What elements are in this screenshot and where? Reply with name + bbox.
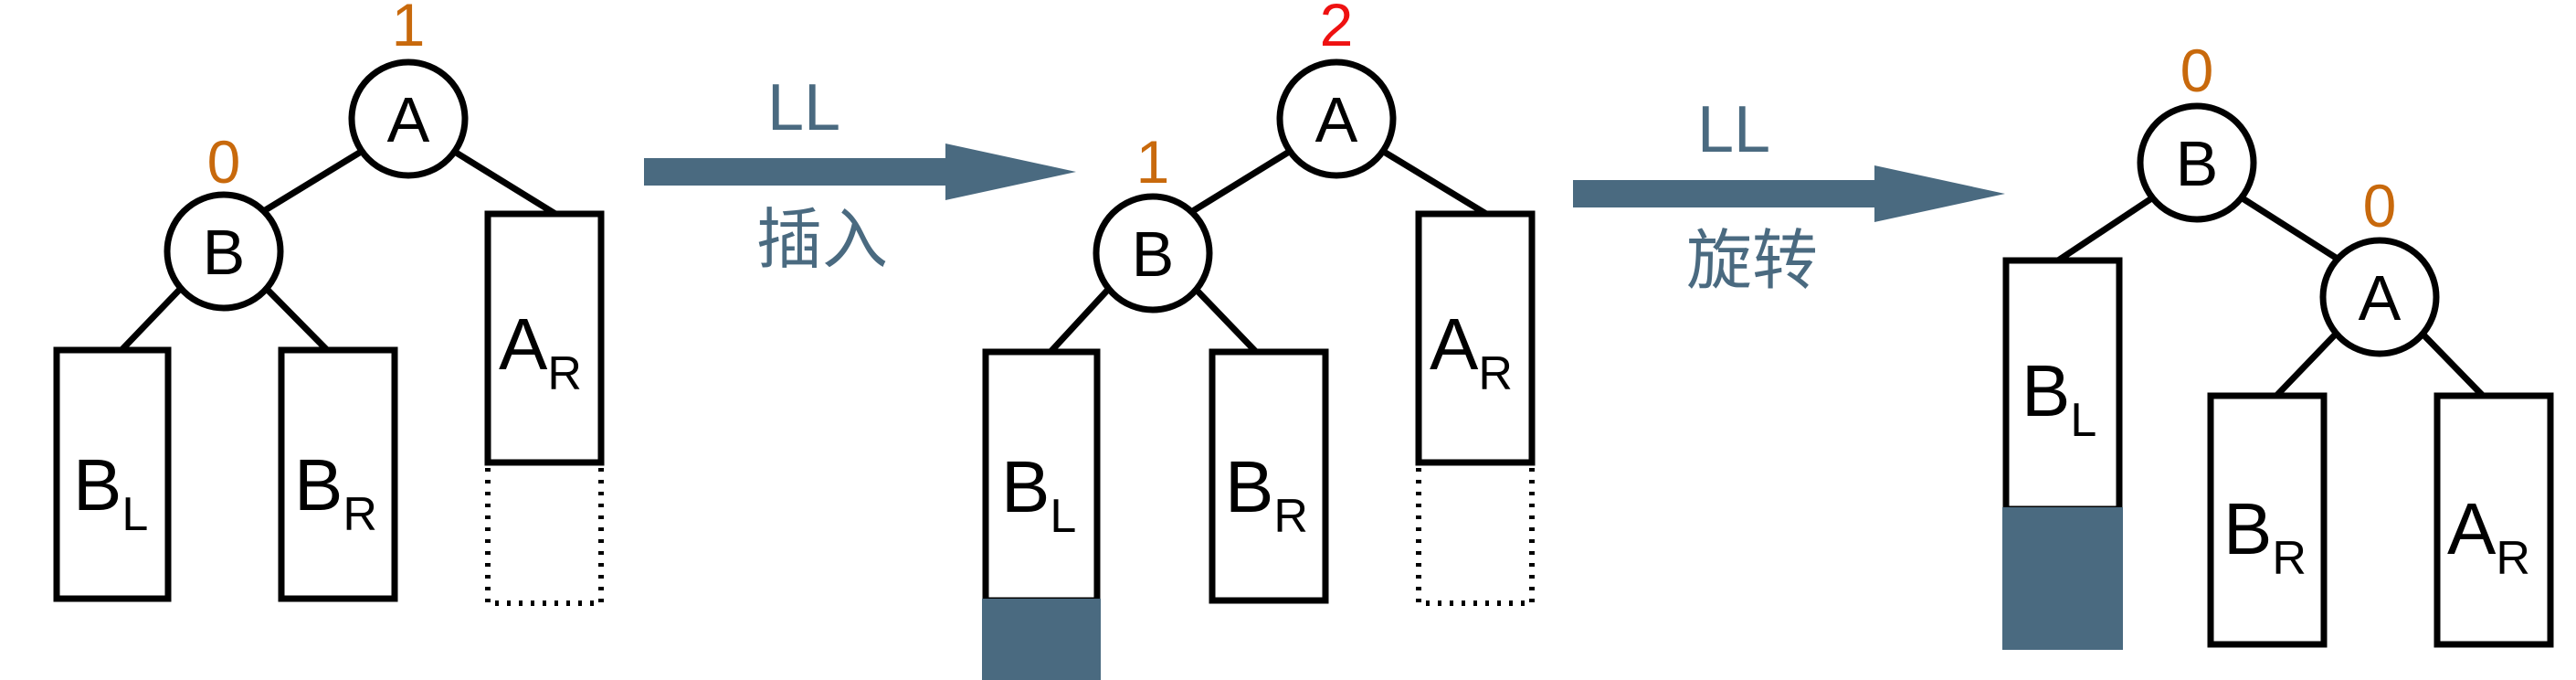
stage2-node-a [1276,58,1397,179]
stage3-subtree-bl-label: BL [2022,350,2096,447]
stage2-subtree-ar-extension [1416,468,1535,606]
stage1-node-a-balance: 1 [392,0,426,58]
stage2-edge-b-bl [1048,278,1119,355]
stage3-edge-b-bl [2056,191,2160,263]
arrow-insert-top-label: LL [767,71,840,144]
stage1-subtree-bl [53,346,172,602]
stage1-node-a [348,58,469,179]
stage3-subtree-br [2207,392,2328,648]
arrow-insert-head [945,143,1076,200]
arrow-rotate-bottom-label: 旋转 [1686,222,1818,299]
stage2-subtree-ar-label: AR [1430,303,1513,400]
stage3-node-a [2319,237,2440,357]
stage2-node-a-balance: 2 [1320,0,1354,58]
stage1-node-b-balance: 0 [207,128,241,196]
stage2-node-b [1093,193,1213,313]
stage1-subtree-br [278,346,398,602]
stage3-node-b [2137,102,2257,223]
stage3-edge-a-br [2274,323,2347,398]
stage3-node-a-label: A [2359,262,2402,334]
arrow-insert-shaft [644,158,950,186]
stage2-subtree-br-label: BR [1225,446,1308,543]
stage2-subtree-ar [1415,210,1536,466]
stage2-edge-a-b [1189,143,1300,215]
stage2-tree: A 2 B 1 BL BR AR [982,0,1536,680]
stage3-inserted-node-block [2002,507,2123,650]
stage3-edge-b-a [2233,191,2345,265]
stage1-edge-a-ar [444,143,557,217]
stage3-node-b-balance: 0 [2180,37,2214,104]
stage3-tree: B 0 A 0 BL BR AR [2002,37,2554,650]
stage3-edge-a-ar [2412,323,2486,398]
stage1-subtree-ar [484,210,605,466]
stage3-node-b-label: B [2176,128,2219,199]
stage3-subtree-br-label: BR [2223,488,2307,585]
stage1-subtree-ar-extension [485,468,604,606]
arrow-insert-bottom-label: 插入 [756,201,888,278]
stage2-node-b-balance: 1 [1136,128,1170,196]
stage3-node-a-balance: 0 [2363,172,2397,239]
stage2-subtree-bl-label: BL [1001,446,1076,543]
stage2-node-b-label: B [1132,218,1175,290]
stage1-subtree-bl-label: BL [73,444,148,541]
stage1-node-a-label: A [387,84,430,155]
stage1-node-b-label: B [203,217,246,288]
stage1-node-b [164,191,284,312]
stage1-tree: A 1 B 0 BL BR AR [53,0,605,606]
stage3-subtree-ar [2433,392,2554,648]
arrow-rotate-shaft [1573,180,1879,207]
stage2-edge-a-ar [1373,143,1488,217]
arrow-rotate-top-label: LL [1697,93,1770,166]
stage2-subtree-br [1209,348,1329,604]
stage1-edge-b-bl [119,278,191,353]
stage3-subtree-bl [2002,257,2123,513]
stage2-node-a-label: A [1315,84,1358,155]
arrow-insert: LL 插入 [644,71,1076,278]
stage2-edge-b-br [1185,278,1259,355]
stage2-inserted-node-block [982,599,1101,680]
stage1-subtree-br-label: BR [294,444,377,541]
arrow-rotate: LL 旋转 [1573,93,2005,299]
stage1-edge-a-b [260,143,372,215]
stage1-edge-b-br [256,278,330,353]
arrow-rotate-head [1874,165,2005,222]
stage3-subtree-ar-label: AR [2447,488,2530,585]
stage2-subtree-bl [982,348,1101,604]
stage1-subtree-ar-label: AR [499,303,582,400]
